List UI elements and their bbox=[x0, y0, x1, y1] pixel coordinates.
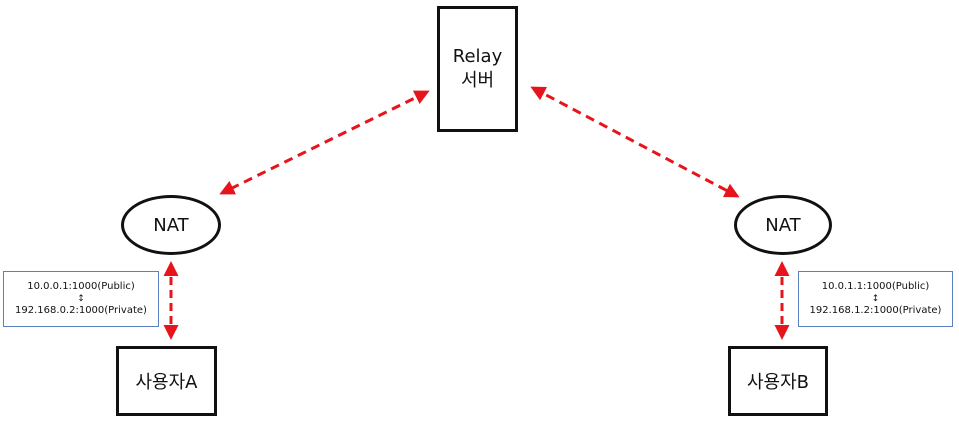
user-b-node: 사용자B bbox=[728, 346, 828, 416]
nat-b-node: NAT bbox=[734, 195, 832, 255]
user-a-node: 사용자A bbox=[116, 346, 217, 416]
updown-arrow-icon: ↕ bbox=[871, 294, 880, 304]
relay-server-label-line2: 서버 bbox=[460, 70, 495, 91]
relay-server-label-line1: Relay bbox=[452, 46, 503, 67]
address-mapping-a: 10.0.0.1:1000(Public) ↕ 192.168.0.2:1000… bbox=[3, 271, 159, 327]
relay-nat-b-connector bbox=[530, 86, 740, 198]
address-b-public: 10.0.1.1:1000(Public) bbox=[821, 281, 930, 292]
relay-server-node: Relay 서버 bbox=[437, 6, 518, 132]
address-b-private: 192.168.1.2:1000(Private) bbox=[809, 305, 942, 316]
relay-nat-a-connector bbox=[219, 90, 430, 195]
address-a-private: 192.168.0.2:1000(Private) bbox=[15, 305, 147, 316]
nat-b-label: NAT bbox=[765, 214, 801, 236]
nat-a-label: NAT bbox=[153, 214, 189, 236]
address-mapping-b: 10.0.1.1:1000(Public) ↕ 192.168.1.2:1000… bbox=[798, 271, 953, 327]
updown-arrow-icon: ↕ bbox=[77, 294, 85, 304]
user-b-label: 사용자B bbox=[746, 372, 810, 393]
nat-a-node: NAT bbox=[121, 195, 221, 255]
address-a-public: 10.0.0.1:1000(Public) bbox=[27, 281, 135, 292]
user-a-label: 사용자A bbox=[135, 372, 198, 393]
